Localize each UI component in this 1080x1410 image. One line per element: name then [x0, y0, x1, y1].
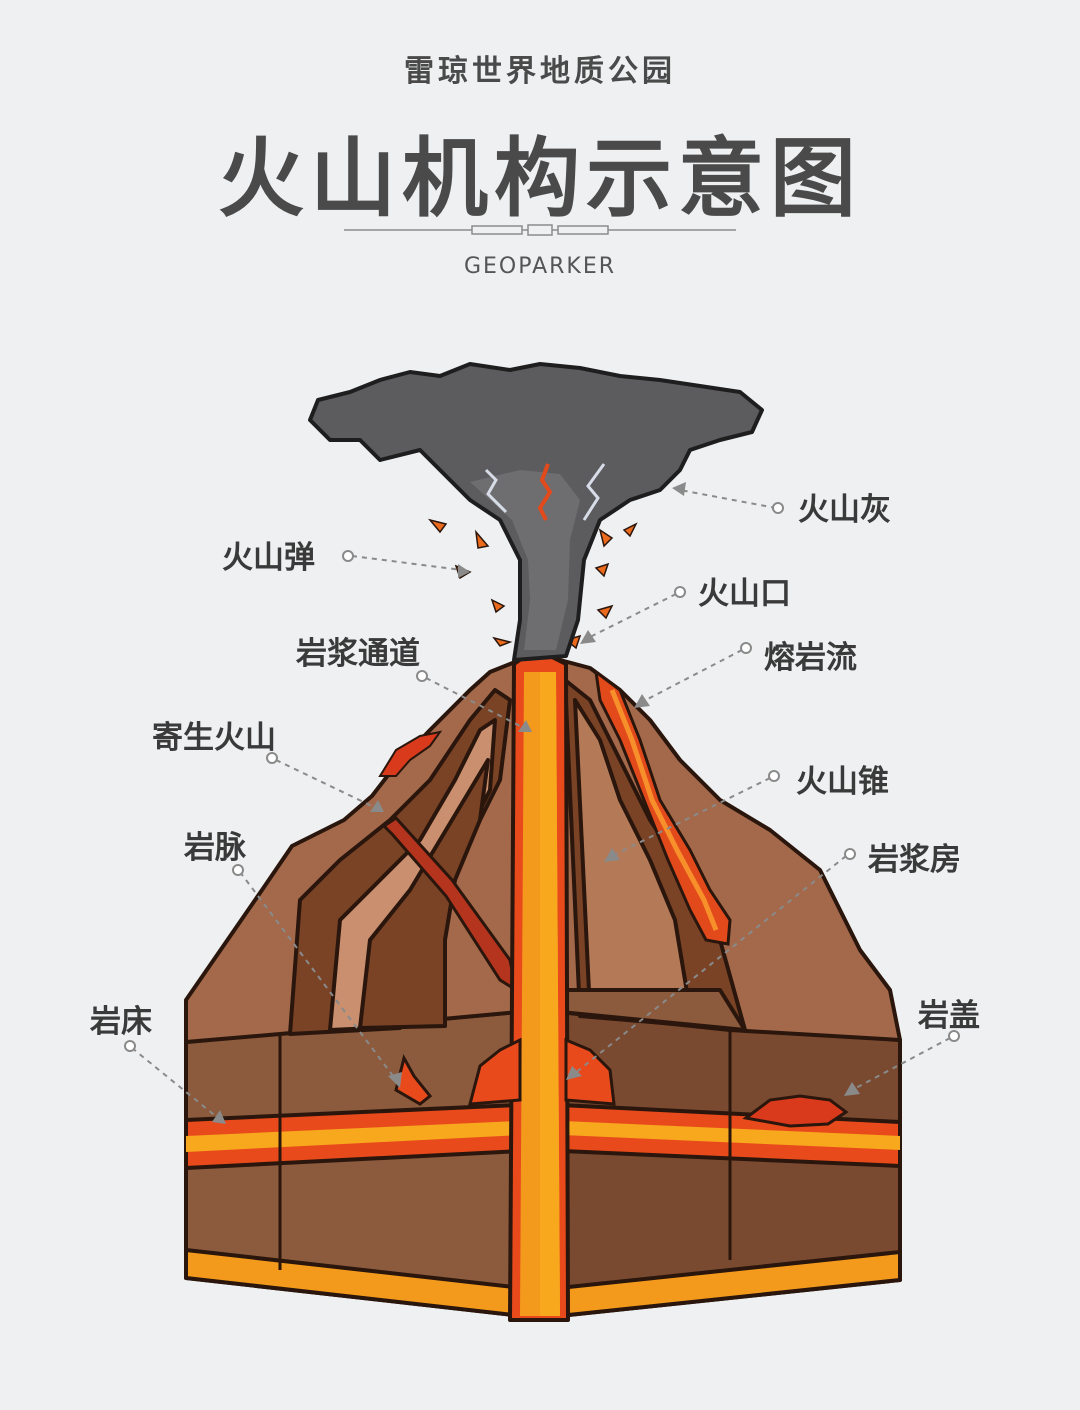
label-laccolith: 岩盖: [917, 998, 980, 1034]
label-sill: 岩床: [89, 1004, 152, 1040]
magma-conduit-shape: [508, 652, 570, 1322]
page-title: 火山机构示意图: [218, 129, 862, 229]
block-edges: [278, 1030, 732, 1270]
magma-chamber-shape: [394, 1037, 616, 1106]
laccolith-shape: [742, 1094, 849, 1128]
label-crater: 火山口: [698, 576, 791, 612]
volcano-cone: [184, 658, 902, 1044]
header: 雷琼世界地质公园 火山机构示意图 GEOPARKER: [0, 0, 1080, 300]
label-magma-chamber: 岩浆房: [867, 842, 961, 878]
label-volcanic-bomb: 火山弹: [222, 540, 315, 576]
ash-lightning: [537, 463, 553, 521]
label-parasitic-volcano: 寄生火山: [152, 720, 276, 756]
label-lava-flow: 熔岩流: [764, 640, 857, 676]
label-dike: 岩脉: [183, 830, 247, 866]
title-divider: [344, 224, 736, 236]
leader-lines: [124, 482, 960, 1124]
label-magma-conduit: 岩浆通道: [295, 636, 420, 672]
parasitic-lava: [378, 730, 443, 777]
brand-name: GEOPARKER: [463, 254, 617, 279]
subtitle: 雷琼世界地质公园: [404, 54, 676, 89]
label-volcanic-cone: 火山锥: [796, 764, 889, 800]
ash-cloud: [308, 362, 764, 662]
label-volcanic-ash: 火山灰: [798, 492, 891, 528]
